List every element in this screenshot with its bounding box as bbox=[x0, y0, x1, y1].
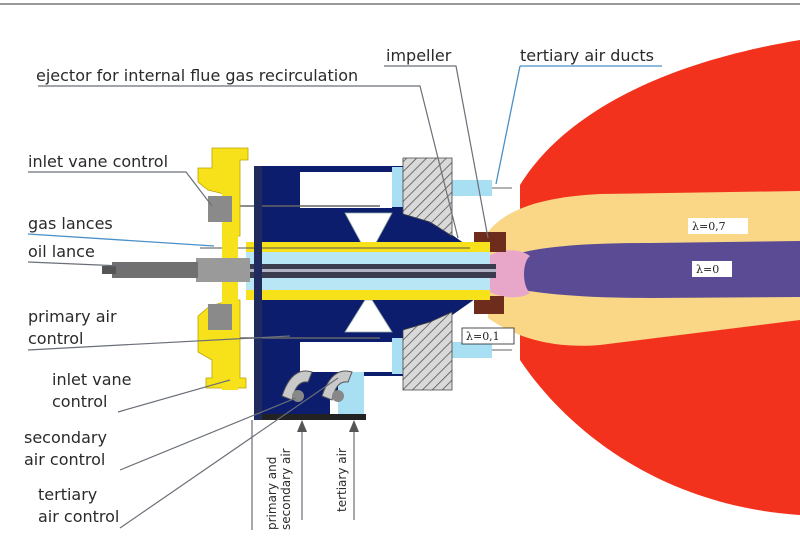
ejector-leader bbox=[38, 85, 459, 239]
lambda-core-label: λ=0 bbox=[696, 263, 719, 276]
gas-lances-leader bbox=[27, 233, 215, 247]
label-inlet-vane-control-bottom-1: inlet vane bbox=[52, 370, 132, 389]
label-gas-lances: gas lances bbox=[28, 214, 113, 233]
label-tertiary-air-ducts: tertiary air ducts bbox=[520, 46, 654, 65]
mechanism-block-top bbox=[208, 196, 232, 222]
inlet-vane-mechanism bbox=[102, 147, 250, 390]
oil-lance-highlight bbox=[246, 269, 496, 272]
housing-window-bottom bbox=[300, 342, 392, 372]
label-oil-lance: oil lance bbox=[28, 242, 95, 261]
label-primary-air-control-1: primary air bbox=[28, 307, 117, 326]
swirl-fans bbox=[281, 370, 353, 402]
label-ejector: ejector for internal flue gas recirculat… bbox=[36, 66, 358, 85]
label-primary-air-control-2: control bbox=[28, 329, 83, 348]
refractory-bottom bbox=[402, 311, 453, 391]
lambda-outer-box bbox=[688, 218, 748, 234]
flame-core-tip bbox=[486, 250, 530, 298]
oil-lance-end bbox=[102, 266, 116, 274]
flange-base bbox=[262, 414, 366, 420]
secondary-air-leader bbox=[119, 397, 297, 471]
lance-outer-yellow-top bbox=[246, 242, 490, 252]
lance-light-bottom bbox=[246, 278, 490, 290]
housing-window-top bbox=[300, 172, 392, 208]
label-secondary-air-control-1: secondary bbox=[24, 428, 107, 447]
leader-lines bbox=[27, 65, 662, 530]
oil-lance-leader bbox=[27, 261, 123, 267]
lambda-core-box bbox=[692, 261, 732, 277]
flame-core bbox=[490, 241, 800, 298]
impeller-leader bbox=[384, 65, 489, 239]
lance-outer-yellow-bottom bbox=[246, 290, 490, 300]
flame bbox=[486, 40, 800, 515]
lambda-near-label: λ=0,1 bbox=[466, 330, 500, 343]
inlet-vane-bottom-leader bbox=[117, 379, 231, 413]
mechanism-block-bottom bbox=[208, 304, 232, 330]
oil-lance-inlet bbox=[112, 262, 198, 278]
lance-light-top bbox=[246, 252, 490, 264]
refractory-top bbox=[402, 157, 453, 237]
lance-coupling bbox=[196, 258, 250, 282]
fan-hub-right bbox=[332, 390, 344, 402]
label-impeller: impeller bbox=[386, 46, 452, 65]
flange-left bbox=[254, 166, 262, 420]
primary-secondary-arrowhead bbox=[297, 420, 307, 432]
labels: ejector for internal flue gas recirculat… bbox=[24, 46, 654, 530]
inlet-vane-top-leader bbox=[28, 171, 213, 207]
label-inlet-vane-control-top: inlet vane control bbox=[28, 152, 168, 171]
label-primary-secondary-air-1: primary and bbox=[265, 457, 279, 530]
burner-body bbox=[200, 157, 512, 420]
label-primary-secondary-air-2: secondary air bbox=[279, 448, 293, 530]
label-tertiary-air: tertiary air bbox=[335, 448, 349, 512]
lambda-near-box bbox=[461, 327, 515, 345]
tertiary-air-arrowhead bbox=[349, 420, 359, 432]
label-tertiary-air-control-1: tertiary bbox=[38, 485, 97, 504]
fan-hub-left bbox=[292, 390, 304, 402]
label-tertiary-air-control-2: air control bbox=[38, 507, 119, 526]
primary-air-leader bbox=[27, 335, 291, 351]
impeller-bottom bbox=[474, 296, 504, 314]
lambda-outer-label: λ=0,7 bbox=[692, 220, 726, 233]
label-secondary-air-control-2: air control bbox=[24, 450, 105, 469]
label-inlet-vane-control-bottom-2: control bbox=[52, 392, 107, 411]
tertiary-ducts-leader bbox=[495, 65, 662, 185]
lambda-annotations: λ=0,7 λ=0 λ=0,1 bbox=[461, 218, 748, 345]
tertiary-air-control-leader bbox=[119, 377, 339, 529]
